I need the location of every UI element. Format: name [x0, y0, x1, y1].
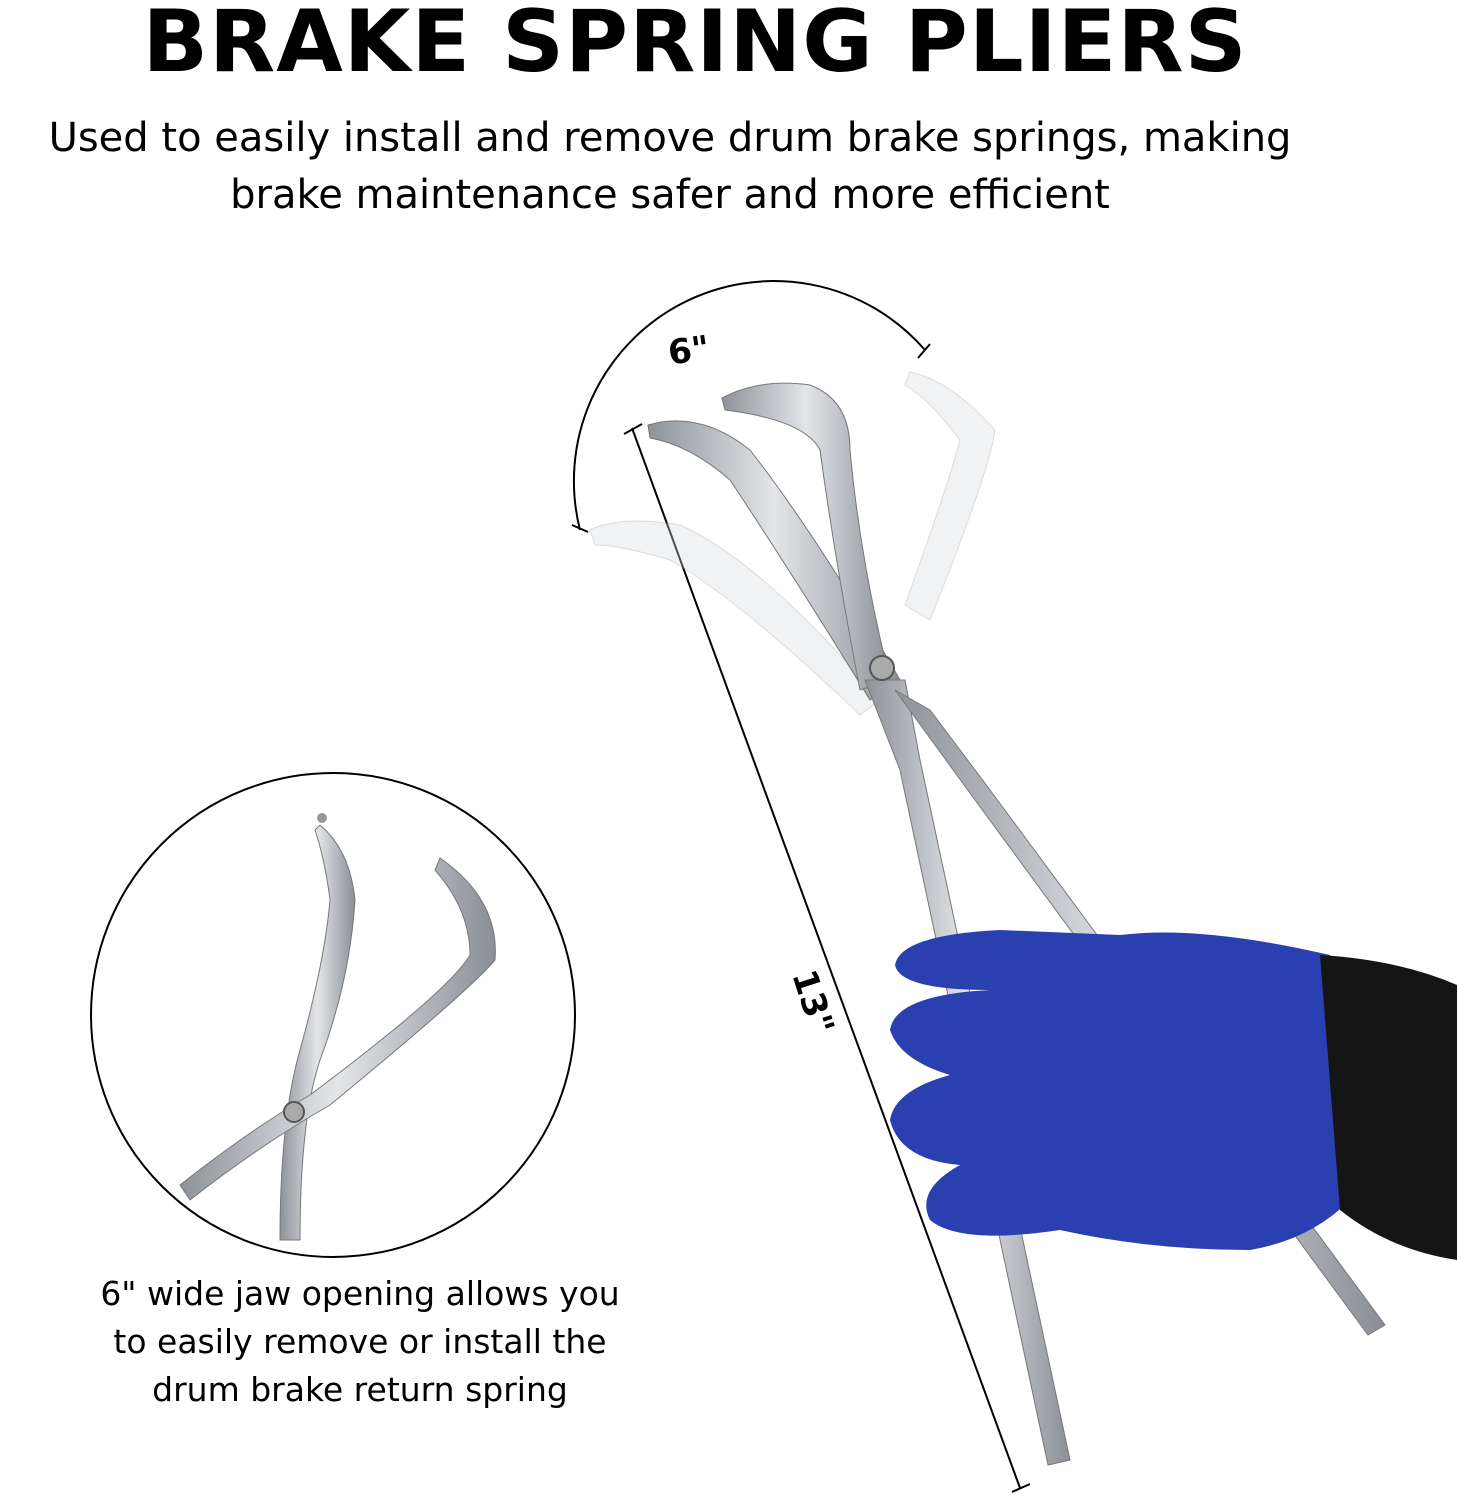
glove-cuff [1320, 955, 1457, 1260]
caption-line-1: 6" wide jaw opening allows you [100, 1274, 620, 1313]
inset-caption: 6" wide jaw opening allows you to easily… [60, 1270, 660, 1414]
glove [890, 930, 1457, 1260]
page-title: BRAKE SPRING PLIERS [142, 0, 1248, 92]
caption-line-3: drum brake return spring [152, 1370, 568, 1409]
subtitle-line-2: brake maintenance safer and more efficie… [230, 172, 1110, 218]
subtitle-line-1: Used to easily install and remove drum b… [48, 115, 1292, 161]
subtitle: Used to easily install and remove drum b… [0, 110, 1340, 224]
jaw-opening-label: 6" [666, 328, 713, 373]
pliers [647, 382, 1386, 1466]
jaw-opening-dimension: 6" [571, 280, 931, 533]
inset-zoom-circle [90, 772, 576, 1258]
caption-line-2: to easily remove or install the [113, 1322, 607, 1361]
ghost-jaws [589, 371, 996, 716]
